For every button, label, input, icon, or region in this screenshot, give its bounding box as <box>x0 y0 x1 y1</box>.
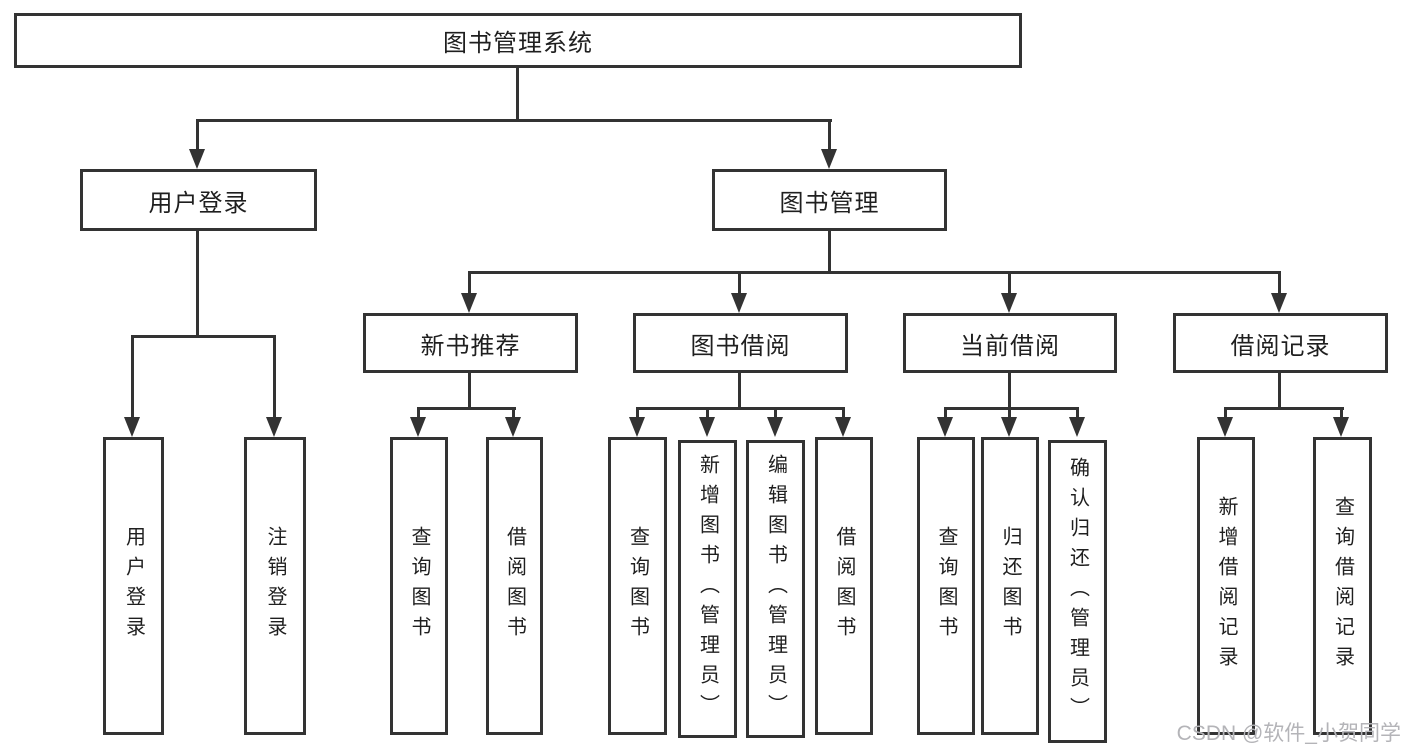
arrow-down-icon-leaf-login <box>124 417 140 437</box>
connector-book-borrow-stem <box>738 373 741 410</box>
arrow-down-icon-br-query <box>1333 417 1349 437</box>
connector-drop-cb-query <box>944 407 947 419</box>
connector-book-mgmt-stem <box>828 231 831 273</box>
connector-drop-bb-add <box>706 407 709 419</box>
connector-drop-bb-borrow <box>842 407 845 419</box>
node-book-mgmt-label: 图书管理 <box>779 189 880 217</box>
node-book-borrow: 图书借阅 <box>633 313 848 373</box>
connector-drop-bb-query <box>636 407 639 419</box>
connector-drop-current-borrow <box>1008 271 1011 295</box>
node-book-borrow-label: 图书借阅 <box>690 332 791 360</box>
connector-drop-new-books <box>468 271 471 295</box>
leaf-bb-borrow-books: 借阅图书 <box>815 437 873 735</box>
connector-root-branch <box>196 119 832 122</box>
connector-drop-user-login <box>196 119 199 151</box>
leaf-br-add-record-label: 新增借阅记录 <box>1215 496 1237 676</box>
leaf-nb-query-books: 查询图书 <box>390 437 448 735</box>
connector-drop-book-borrow <box>738 271 741 295</box>
connector-drop-br-query <box>1340 407 1343 419</box>
connector-drop-nb-query <box>417 407 420 419</box>
leaf-cb-return-books: 归还图书 <box>981 437 1039 735</box>
node-user-login-label: 用户登录 <box>148 189 249 217</box>
connector-drop-bb-edit <box>774 407 777 419</box>
connector-borrow-records-stem <box>1278 373 1281 410</box>
leaf-logout: 注销登录 <box>244 437 306 735</box>
connector-root-stem <box>516 68 519 121</box>
node-current-borrow-label: 当前借阅 <box>960 332 1060 360</box>
leaf-bb-add-books-admin: 新增图书（管理员） <box>678 440 737 738</box>
leaf-bb-edit-books-admin: 编辑图书（管理员） <box>746 440 805 738</box>
connector-borrow-records-branch <box>1224 407 1344 410</box>
connector-user-login-branch <box>132 335 276 338</box>
leaf-logout-label: 注销登录 <box>264 526 286 646</box>
node-current-borrow: 当前借阅 <box>903 313 1117 373</box>
arrow-down-icon-br-add <box>1217 417 1233 437</box>
connector-book-mgmt-branch <box>468 271 1281 274</box>
leaf-cb-return-books-label: 归还图书 <box>999 526 1021 646</box>
connector-user-login-stem <box>196 231 199 337</box>
leaf-br-add-record: 新增借阅记录 <box>1197 437 1255 735</box>
leaf-bb-add-books-admin-label: 新增图书（管理员） <box>696 454 719 724</box>
arrow-down-icon-current-borrow <box>1001 293 1017 313</box>
node-user-login: 用户登录 <box>80 169 317 231</box>
leaf-bb-query-books-label: 查询图书 <box>626 526 649 646</box>
arrow-down-icon-cb-query <box>937 417 953 437</box>
arrow-down-icon-cb-confirm <box>1069 417 1085 437</box>
connector-drop-leaf-logout <box>273 335 276 419</box>
leaf-cb-query-books: 查询图书 <box>917 437 975 735</box>
arrow-down-icon-leaf-logout <box>266 417 282 437</box>
arrow-down-icon-bb-query <box>629 417 645 437</box>
leaf-bb-borrow-books-label: 借阅图书 <box>833 526 855 646</box>
node-new-books-label: 新书推荐 <box>420 332 521 360</box>
leaf-nb-borrow-books: 借阅图书 <box>486 437 543 735</box>
arrow-down-icon-nb-borrow <box>505 417 521 437</box>
leaf-br-query-record: 查询借阅记录 <box>1313 437 1372 735</box>
node-library-system-label: 图书管理系统 <box>443 30 593 57</box>
node-new-books: 新书推荐 <box>363 313 578 373</box>
node-borrow-records: 借阅记录 <box>1173 313 1388 373</box>
arrow-down-icon-new-books <box>461 293 477 313</box>
arrow-down-icon-nb-query <box>410 417 426 437</box>
leaf-user-login: 用户登录 <box>103 437 164 735</box>
leaf-nb-query-books-label: 查询图书 <box>408 526 430 646</box>
arrow-down-icon-user-login <box>189 149 205 169</box>
node-library-system: 图书管理系统 <box>14 13 1022 68</box>
leaf-cb-confirm-return-admin: 确认归还（管理员） <box>1048 440 1107 743</box>
connector-drop-book-mgmt <box>828 119 831 151</box>
arrow-down-icon-cb-return <box>1001 417 1017 437</box>
connector-drop-cb-confirm <box>1076 407 1079 419</box>
leaf-user-login-label: 用户登录 <box>122 526 145 646</box>
connector-drop-leaf-login <box>131 335 134 419</box>
arrow-down-icon-borrow-records <box>1271 293 1287 313</box>
arrow-down-icon-book-borrow <box>731 293 747 313</box>
connector-drop-borrow-records <box>1278 271 1281 295</box>
connector-current-borrow-branch <box>944 407 1079 410</box>
arrow-down-icon-bb-borrow <box>835 417 851 437</box>
connector-drop-cb-return <box>1008 407 1011 419</box>
leaf-cb-query-books-label: 查询图书 <box>935 526 957 646</box>
arrow-down-icon-book-mgmt <box>821 149 837 169</box>
connector-current-borrow-stem <box>1008 373 1011 410</box>
connector-new-books-stem <box>468 373 471 410</box>
node-book-mgmt: 图书管理 <box>712 169 947 231</box>
connector-new-books-branch <box>417 407 516 410</box>
leaf-bb-edit-books-admin-label: 编辑图书（管理员） <box>764 454 787 724</box>
leaf-bb-query-books: 查询图书 <box>608 437 667 735</box>
arrow-down-icon-bb-edit <box>767 417 783 437</box>
connector-book-borrow-branch <box>636 407 845 410</box>
leaf-nb-borrow-books-label: 借阅图书 <box>503 526 526 646</box>
connector-drop-br-add <box>1224 407 1227 419</box>
node-borrow-records-label: 借阅记录 <box>1230 332 1331 360</box>
leaf-br-query-record-label: 查询借阅记录 <box>1331 496 1354 676</box>
connector-drop-nb-borrow <box>512 407 515 419</box>
leaf-cb-confirm-return-admin-label: 确认归还（管理员） <box>1066 456 1089 727</box>
watermark: CSDN @软件_小贺同学 <box>1176 722 1401 745</box>
arrow-down-icon-bb-add <box>699 417 715 437</box>
